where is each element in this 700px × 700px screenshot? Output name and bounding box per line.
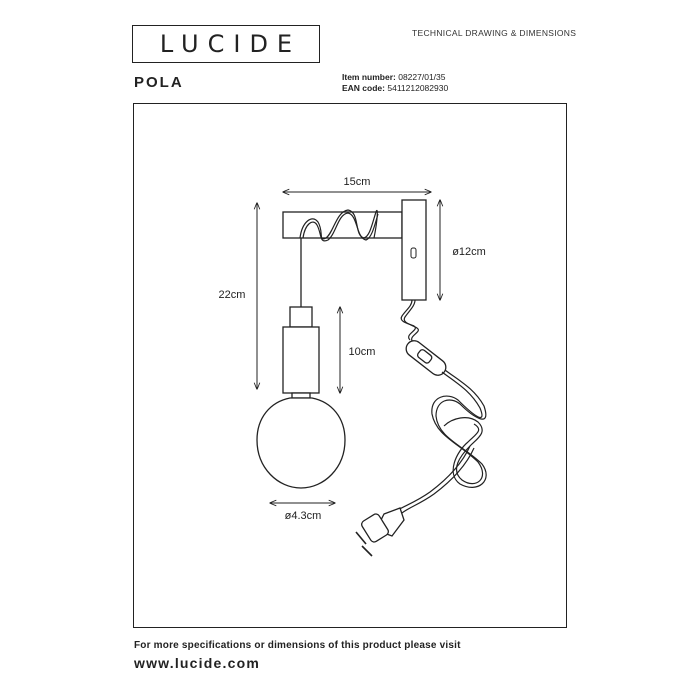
brand-logo-text: LUCIDE (159, 30, 302, 58)
light-bulb (256, 397, 346, 489)
item-number-label: Item number: (342, 72, 396, 82)
euro-plug (355, 507, 405, 557)
dimension-bulb: ø4.3cm (270, 503, 335, 522)
lamp-holder (282, 306, 320, 399)
product-meta: Item number: 08227/01/35 EAN code: 54112… (342, 72, 448, 94)
wall-plate (401, 199, 427, 301)
document-title: TECHNICAL DRAWING & DIMENSIONS (412, 28, 577, 38)
footer-info: For more specifications or dimensions of… (134, 640, 461, 651)
dimension-bulb-label: ø4.3cm (285, 510, 322, 522)
brand-logo: LUCIDE (132, 25, 320, 63)
drawing-frame (133, 103, 567, 628)
inline-switch (405, 340, 447, 376)
dimension-wall-plate: ø12cm (440, 200, 486, 300)
power-cable (397, 299, 487, 514)
item-number-row: Item number: 08227/01/35 (342, 72, 448, 83)
dimension-height-label: 22cm (219, 289, 246, 301)
ean-value: 5411212082930 (387, 83, 449, 93)
item-number-value: 08227/01/35 (398, 72, 446, 82)
dimension-holder: 10cm (340, 307, 375, 393)
ean-row: EAN code: 5411212082930 (342, 83, 448, 94)
product-name: POLA (134, 74, 184, 91)
footer-website-link[interactable]: www.lucide.com (134, 655, 260, 671)
dimension-wall-plate-label: ø12cm (452, 246, 486, 258)
arm-cable (299, 209, 379, 242)
dimension-width: 15cm (283, 176, 431, 192)
dimension-width-label: 15cm (344, 176, 371, 188)
dimension-height: 22cm (219, 203, 257, 389)
ean-label: EAN code: (342, 83, 385, 93)
dimension-holder-label: 10cm (349, 346, 376, 358)
